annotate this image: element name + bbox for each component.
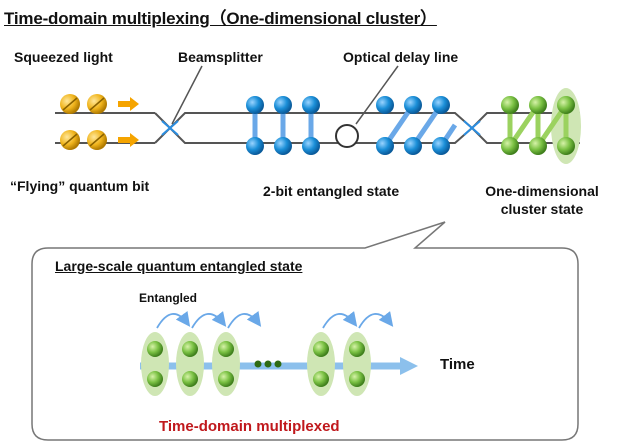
entangled-label: Entangled [139, 291, 198, 305]
propagation-arrow-icon [118, 97, 139, 147]
squeezed-light-label: Squeezed light [14, 49, 113, 65]
ellipsis-dots-icon [254, 360, 282, 368]
page-title: Time-domain multiplexing（One-dimensional… [4, 9, 437, 28]
beamsplitter-pointer [171, 65, 203, 125]
optical-delay-line-icon [335, 124, 359, 148]
flying-qubit-label: “Flying” quantum bit [10, 178, 150, 194]
beamsplitter-1-icon [161, 120, 179, 136]
cluster-state-modes [501, 88, 581, 164]
shifted-entangled-modes [376, 96, 458, 155]
cluster-state-label-line1: One-dimensional [485, 183, 599, 199]
delay-line-pointer [355, 65, 399, 125]
time-arrow-icon [400, 357, 418, 375]
entangled-mode-pairs [141, 332, 371, 396]
two-bit-entangled-state-label: 2-bit entangled state [263, 183, 400, 199]
optical-delay-line-label: Optical delay line [343, 49, 459, 65]
cluster-state-label-line2: cluster state [500, 201, 584, 217]
box-title: Large-scale quantum entangled state [55, 258, 303, 274]
squeezed-light-modes [60, 94, 107, 150]
entanglement-arcs [156, 311, 394, 329]
two-bit-entangled-modes [246, 96, 320, 155]
callout-box [31, 221, 579, 441]
beamsplitter-label: Beamsplitter [178, 49, 263, 65]
beamsplitter-2-icon [463, 120, 481, 136]
time-domain-multiplexed-label: Time-domain multiplexed [159, 418, 340, 435]
time-label: Time [440, 356, 475, 373]
